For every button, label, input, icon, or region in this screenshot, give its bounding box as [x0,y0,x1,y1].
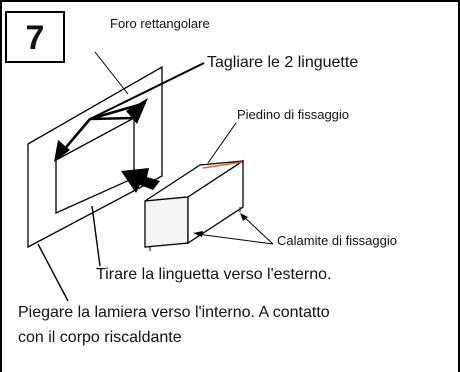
calamite-leader-2 [242,215,274,245]
tab-arrowhead-left [54,140,70,162]
foro-leader-line [94,51,129,95]
label-calamite-fissaggio: Calamite di fissaggio [277,233,397,248]
label-piedino-fissaggio: Piedino di fissaggio [237,107,350,122]
calamite-leader-1 [196,233,274,245]
label-piegare-line-1: Piegare la lamiera verso l'interno. A co… [18,304,330,321]
step-number: 7 [25,19,45,57]
step-number-box: 7 [5,11,65,63]
fixing-foot [202,161,243,169]
tirare-leader-line [91,205,101,267]
label-foro-rettangolare: Foro rettangolare [110,16,210,31]
piegare-leader-line [37,243,69,302]
tab-arrow-left [61,118,91,153]
label-piegare-line-2: con il corpo riscaldante [18,329,182,346]
tab-arrow-right [89,116,135,121]
tagliare-leader-line [89,62,205,120]
label-tirare-linguetta: Tirare la linguetta verso l'esterno. [96,266,332,283]
heater-block-side [187,159,244,245]
insertion-arrow [121,168,160,193]
piedino-leader-line [207,122,237,164]
heater-block-front [144,196,189,248]
label-piegare-lamiera: Piegare la lamiera verso l'interno. A co… [18,300,418,350]
tab-arrowhead-right [126,98,148,124]
label-tagliare-linguette: Tagliare le 2 linguette [207,54,359,71]
